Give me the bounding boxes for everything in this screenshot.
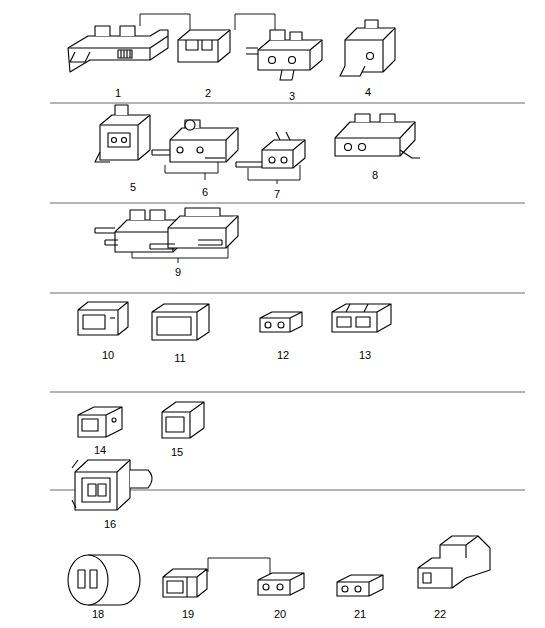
callout-number: 20: [273, 608, 287, 620]
callout-number: 1: [114, 87, 122, 99]
callout-number: 12: [276, 349, 290, 361]
callout-number: 21: [353, 608, 367, 620]
callout-number: 22: [433, 608, 447, 620]
callout-number: 16: [103, 518, 117, 530]
callout-number: 13: [358, 349, 372, 361]
callout-number: 15: [170, 446, 184, 458]
callout-number: 10: [101, 349, 115, 361]
callout-number: 7: [273, 188, 281, 200]
callout-number: 14: [93, 444, 107, 456]
callout-number: 11: [173, 352, 186, 364]
callout-number: 19: [181, 608, 195, 620]
callout-number: 18: [91, 608, 105, 620]
callout-number: 6: [201, 186, 209, 198]
callout-number: 8: [371, 169, 379, 181]
callout-number: 4: [364, 86, 372, 98]
callout-number: 3: [288, 90, 296, 102]
callout-number: 5: [129, 181, 137, 193]
callout-number: 9: [174, 266, 182, 278]
callout-number: 2: [204, 87, 212, 99]
